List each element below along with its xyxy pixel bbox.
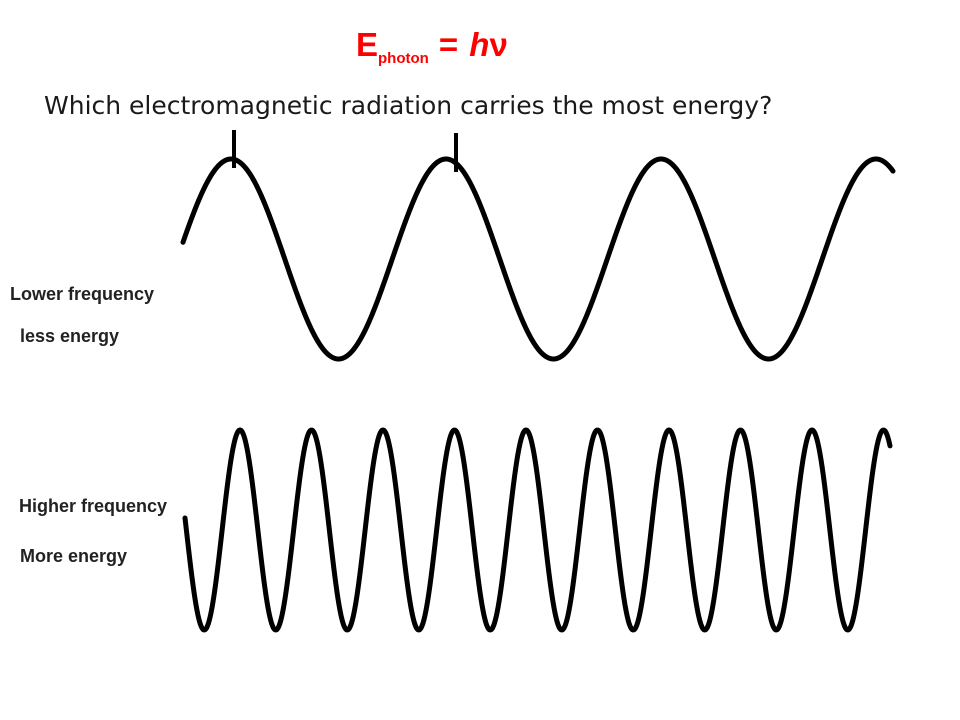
question-text: Which electromagnetic radiation carries … <box>44 91 773 120</box>
lower-frequency-label: Lower frequency <box>10 284 155 304</box>
less-energy-label: less energy <box>20 326 120 346</box>
high-frequency-wave <box>182 427 893 633</box>
low-frequency-wave <box>180 156 896 362</box>
equation-h: h <box>469 26 490 63</box>
equation-subscript: photon <box>378 50 429 67</box>
equation-nu: ν <box>489 26 508 63</box>
equation-equals: = <box>438 26 459 63</box>
equation-symbol: E <box>356 26 379 63</box>
photon-energy-equation: Ephoton = hν <box>356 26 508 66</box>
higher-frequency-label: Higher frequency <box>19 496 168 516</box>
more-energy-label: More energy <box>20 546 128 566</box>
